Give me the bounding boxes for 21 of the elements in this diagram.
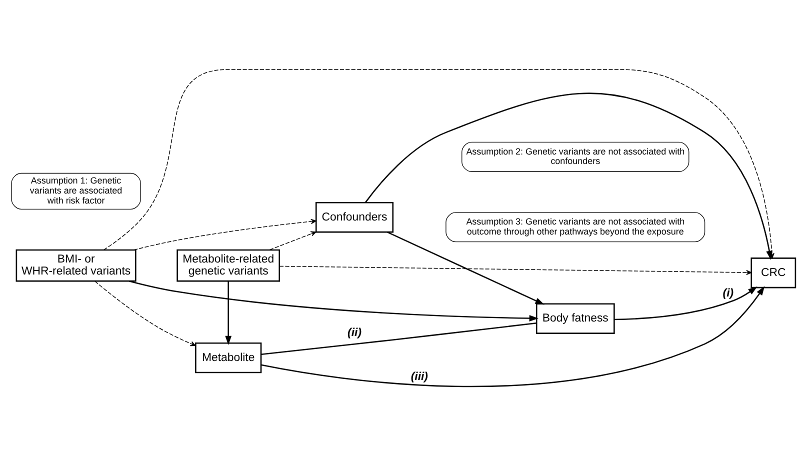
arrow xyxy=(614,286,758,320)
node-box: Metabolite-related genetic variants xyxy=(176,249,280,282)
arrow xyxy=(260,286,765,387)
arrow xyxy=(225,281,232,345)
node-box: Assumption 1: Genetic variants are associated with risk factor xyxy=(11,172,141,210)
node-box: Assumption 2: Genetic variants are not associated with confounders xyxy=(462,142,690,172)
arrow xyxy=(364,92,772,260)
node-box: CRC xyxy=(750,258,796,288)
node-box: Confounders xyxy=(315,202,394,233)
node-box: BMI- or WHR-related variants xyxy=(16,249,136,282)
arrow xyxy=(128,280,538,322)
edge-label: (iii) xyxy=(410,371,428,384)
arrow xyxy=(386,231,544,305)
arrow xyxy=(279,266,752,276)
edge-label: (ii) xyxy=(348,326,362,339)
node-box: Metabolite xyxy=(195,342,262,374)
edge-label: (i) xyxy=(722,288,734,300)
arrow xyxy=(94,280,196,346)
node-box: Assumption 3: Genetic variants are not associated with outcome through other pathways beyond the exposure xyxy=(446,212,706,242)
connector xyxy=(261,322,536,355)
node-box: Body fatness xyxy=(536,303,615,334)
